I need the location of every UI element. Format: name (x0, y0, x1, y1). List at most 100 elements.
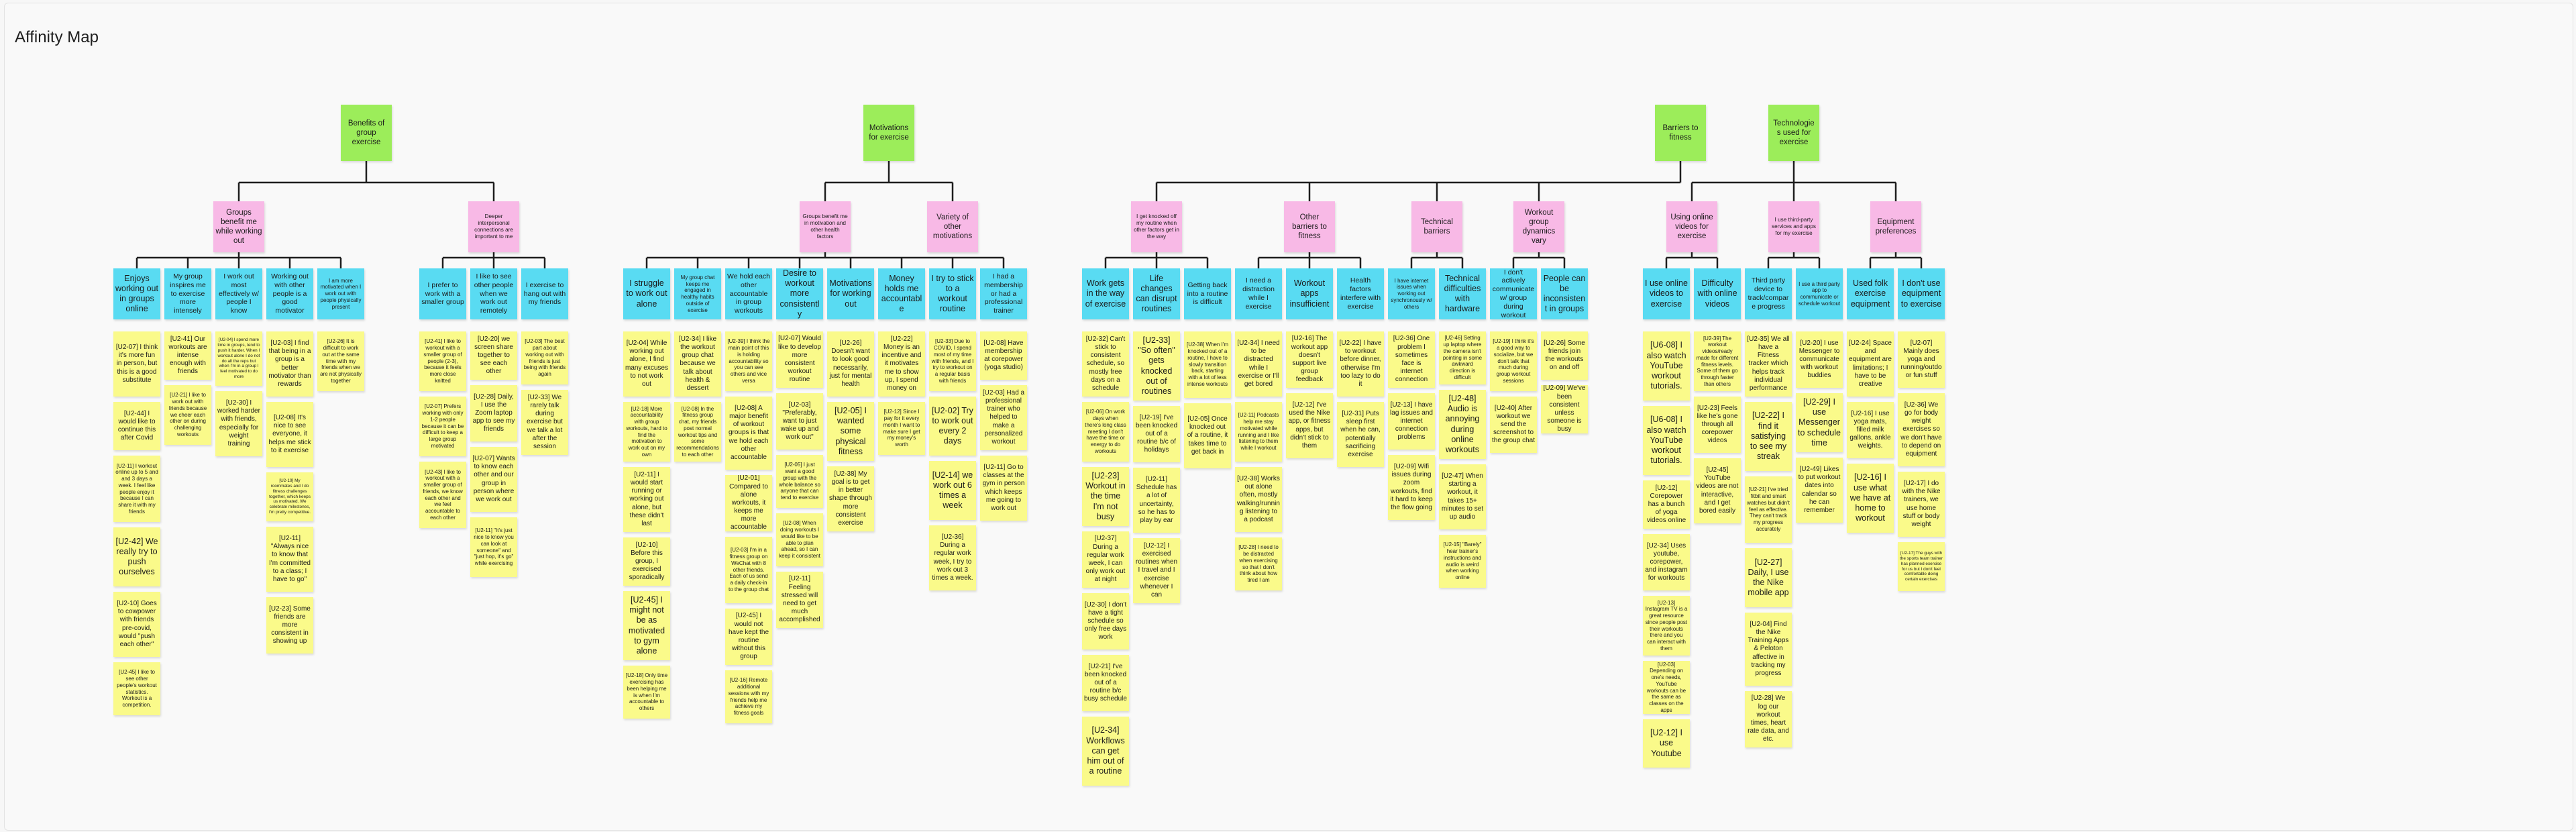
quote-note[interactable]: [U2-13] I have lag issues and internet c… (1388, 393, 1435, 450)
quote-note[interactable]: [U2-08] It's nice to see everyone, it he… (266, 402, 313, 467)
quote-note[interactable]: [U2-21] I like to work out with friends … (164, 385, 211, 445)
topic-note[interactable]: My group inspires me to exercise more in… (164, 268, 211, 319)
group-note[interactable]: Groups benefit me in motivation and othe… (800, 201, 851, 252)
quote-note[interactable]: [U2-32] Can't stick to consistent schedu… (1082, 331, 1129, 397)
quote-note[interactable]: [U2-37] During a regular work week, I ca… (1082, 531, 1129, 588)
quote-note[interactable]: [U2-11] Feeling stressed will need to ge… (776, 572, 823, 628)
quote-note[interactable]: [U2-49] Likes to put workout dates into … (1796, 458, 1843, 523)
quote-note[interactable]: [U2-10] Before this group, I exercised s… (623, 537, 670, 586)
group-note[interactable]: I get knocked off my routine when other … (1131, 201, 1182, 252)
quote-note[interactable]: [U2-28] I need to be distracted when exe… (1235, 537, 1282, 590)
quote-note[interactable]: [U2-36] We go for body weight exercises … (1898, 393, 1945, 466)
quote-note[interactable]: [U2-04] Find the Nike Training Apps & Pe… (1745, 613, 1792, 686)
quote-note[interactable]: [U2-19] I've been knocked out of a routi… (1133, 406, 1180, 462)
topic-note[interactable]: Technical difficulties with hardware (1439, 268, 1486, 319)
quote-note[interactable]: [U2-39] The workout videos/ready made fo… (1694, 331, 1741, 391)
quote-note[interactable]: [U2-26] It is difficult to work out at t… (317, 331, 364, 391)
quote-note[interactable]: [U2-11] Go to classes at the gym in pers… (980, 456, 1027, 521)
quote-note[interactable]: [U2-45] YouTube videos are not interacti… (1694, 458, 1741, 523)
topic-note[interactable]: I need a distraction while I exercise (1235, 268, 1282, 319)
quote-note[interactable]: [U2-14] we work out 6 times a week (929, 461, 976, 520)
quote-note[interactable]: [U2-09] We've been consistent unless som… (1541, 385, 1588, 433)
quote-note[interactable]: [U2-23] Some friends are more consistent… (266, 597, 313, 654)
theme-note[interactable]: Motivations for exercise (863, 105, 914, 161)
quote-note[interactable]: [U2-08] In the fitness group chat, my fr… (674, 402, 721, 462)
quote-note[interactable]: [U2-45] I might not be as motivated to g… (623, 591, 670, 660)
quote-note[interactable]: [U2-21] I've been knocked out of a routi… (1082, 655, 1129, 711)
quote-note[interactable]: [U2-45] I like to see other people's wor… (113, 662, 160, 715)
quote-note[interactable]: [U2-45] I would not have kept the routin… (725, 609, 772, 665)
quote-note[interactable]: [U2-34] I need to be distracted while I … (1235, 331, 1282, 397)
quote-note[interactable]: [U2-07] Mainly does yoga and running/out… (1898, 331, 1945, 388)
quote-note[interactable]: [U2-20] I use Messenger to communicate w… (1796, 331, 1843, 388)
quote-note[interactable]: [U2-11] "It's just nice to know you can … (470, 517, 517, 577)
topic-note[interactable]: People can be inconsistent in groups (1541, 268, 1588, 319)
quote-note[interactable]: [U2-07] Wants to know each other and our… (470, 447, 517, 512)
topic-note[interactable]: Work gets in the way of exercise (1082, 268, 1129, 319)
topic-note[interactable]: Third party device to track/compare prog… (1745, 268, 1792, 319)
topic-note[interactable]: I am more motivated when I work out with… (317, 268, 364, 319)
quote-note[interactable]: [U2-06] On work days when there's long c… (1082, 402, 1129, 462)
quote-note[interactable]: [U2-24] Space and equipment are limitati… (1847, 331, 1894, 397)
quote-note[interactable]: [U2-48] Audio is annoying during online … (1439, 390, 1486, 459)
topic-note[interactable]: I use online videos to exercise (1643, 268, 1690, 319)
quote-note[interactable]: [U2-03] I'm in a fitness group on WeChat… (725, 537, 772, 603)
theme-note[interactable]: Barriers to fitness (1655, 105, 1706, 161)
group-note[interactable]: Technical barriers (1411, 201, 1462, 252)
quote-note[interactable]: [U2-16] Remote additional sessions with … (725, 670, 772, 723)
group-note[interactable]: Workout group dynamics vary (1513, 201, 1564, 252)
quote-note[interactable]: [U2-26] Some friends join the workouts o… (1541, 331, 1588, 380)
group-note[interactable]: Equipment preferences (1870, 201, 1921, 252)
quote-note[interactable]: [U2-38] When I'm knocked out of a routin… (1184, 331, 1231, 398)
quote-note[interactable]: [U2-41] Our workouts are intense enough … (164, 331, 211, 380)
quote-note[interactable]: [U2-12] I've used the Nike app, or fitne… (1286, 393, 1333, 458)
quote-note[interactable]: [U2-20] we screen share together to see … (470, 331, 517, 380)
topic-note[interactable]: Difficulty with online videos (1694, 268, 1741, 319)
quote-note[interactable]: [U2-05] I just want a good group with th… (776, 455, 823, 508)
quote-note[interactable]: [U2-38] My goal is to get in better shap… (827, 466, 874, 531)
quote-note[interactable]: [U2-11] Podcasts help me stay motivated … (1235, 402, 1282, 462)
quote-note[interactable]: [U2-04] I spend more time in groups, ten… (215, 331, 262, 386)
group-note[interactable]: Variety of other motivations (927, 201, 978, 252)
quote-note[interactable]: [U2-22] I have to workout before dinner,… (1337, 331, 1384, 397)
group-note[interactable]: Other barriers to fitness (1284, 201, 1335, 252)
topic-note[interactable]: Desire to workout more consistently (776, 268, 823, 319)
quote-note[interactable]: [U2-23] Feels like he's gone through all… (1694, 397, 1741, 453)
quote-note[interactable]: [U2-08] A major benefit of workout group… (725, 397, 772, 470)
quote-note[interactable]: [U2-22] I find it satisfying to see my s… (1745, 402, 1792, 471)
topic-note[interactable]: We hold each other accountable in group … (725, 268, 772, 319)
quote-note[interactable]: [U2-29] I use Messenger to schedule time (1796, 393, 1843, 452)
group-note[interactable]: I use third-party services and apps for … (1768, 201, 1819, 252)
quote-note[interactable]: [U2-04] While working out alone, I find … (623, 331, 670, 397)
topic-note[interactable]: I like to see other people when we work … (470, 268, 517, 319)
topic-note[interactable]: Enjoys working out in groups online (113, 268, 160, 319)
quote-note[interactable]: [U2-30] I don't have a tight schedule so… (1082, 593, 1129, 649)
topic-note[interactable]: Workout apps insufficient (1286, 268, 1333, 319)
quote-note[interactable]: [U2-03] Had a professional trainer who h… (980, 385, 1027, 450)
group-note[interactable]: Deeper interpersonal connections are imp… (468, 201, 519, 252)
quote-note[interactable]: [U2-36] One problem I sometimes face is … (1388, 331, 1435, 388)
quote-note[interactable]: [U2-44] I would like to continue this af… (113, 402, 160, 450)
quote-note[interactable]: [U2-11] Schedule has a lot of uncertaint… (1133, 468, 1180, 533)
quote-note[interactable]: [U2-33] "So often" gets knocked out of r… (1133, 331, 1180, 401)
quote-note[interactable]: [U2-28] Daily, I use the Zoom laptop app… (470, 385, 517, 441)
quote-note[interactable]: [U2-03] I find that being in a group is … (266, 331, 313, 397)
quote-note[interactable]: [U2-16] I use what we have at home to wo… (1847, 464, 1894, 533)
quote-note[interactable]: [U2-07] I think it's more fun in person,… (113, 331, 160, 397)
quote-note[interactable]: [U2-12] I use Youtube (1643, 719, 1690, 768)
quote-note[interactable]: [U2-36] During a regular work week, I tr… (929, 525, 976, 590)
quote-note[interactable]: [U2-07] Prefers working with only 1-2 pe… (419, 397, 466, 456)
theme-note[interactable]: Technologies used for exercise (1768, 105, 1819, 161)
theme-note[interactable]: Benefits of group exercise (341, 105, 392, 161)
topic-note[interactable]: Getting back into a routine is difficult (1184, 268, 1231, 319)
topic-note[interactable]: Money holds me accountable (878, 268, 925, 319)
quote-note[interactable]: [U2-15] "Barely" hear trainer's instruct… (1439, 535, 1486, 588)
quote-note[interactable]: [U2-19] I think it's a good way to socia… (1490, 331, 1537, 391)
quote-note[interactable]: [U2-34] Workflows can get him out of a r… (1082, 717, 1129, 786)
quote-note[interactable]: [U2-03] Depending on one's needs, YouTub… (1643, 661, 1690, 714)
topic-note[interactable]: Working out with other people is a good … (266, 268, 313, 319)
quote-note[interactable]: [U6-08] I also watch YouTube workout tut… (1643, 331, 1690, 401)
topic-note[interactable]: Life changes can disrupt routines (1133, 268, 1180, 319)
quote-note[interactable]: [U2-30] I worked harder with friends, es… (215, 391, 262, 456)
quote-note[interactable]: [U2-03] "Preferably, want to just wake u… (776, 393, 823, 450)
